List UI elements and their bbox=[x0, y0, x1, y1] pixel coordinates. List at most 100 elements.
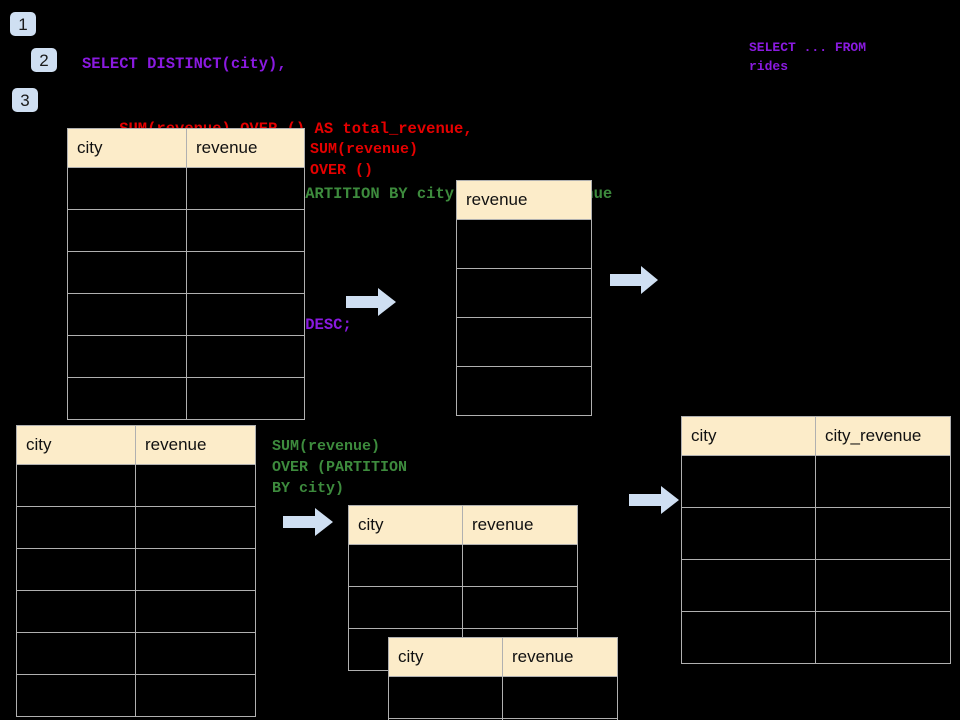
table-body bbox=[388, 676, 618, 720]
table-row bbox=[67, 251, 305, 294]
table-row bbox=[456, 219, 592, 269]
table-row bbox=[67, 377, 305, 420]
table-cell bbox=[681, 507, 816, 560]
table-cell bbox=[135, 632, 256, 675]
table-cell bbox=[135, 590, 256, 633]
annotation-sum-over-empty: SUM(revenue) OVER () bbox=[310, 141, 419, 179]
table-cell bbox=[681, 611, 816, 664]
table-cell bbox=[388, 676, 503, 719]
table-body bbox=[681, 455, 951, 664]
table-row bbox=[16, 590, 256, 633]
partition-group-table-a: city revenue bbox=[348, 505, 578, 671]
table-cell bbox=[67, 293, 187, 336]
table-row bbox=[348, 544, 578, 587]
column-header-city: city bbox=[16, 425, 136, 465]
table-cell bbox=[67, 377, 187, 420]
arrow-to-partition-groups bbox=[283, 508, 333, 536]
table-cell bbox=[16, 464, 136, 507]
table-cell bbox=[456, 366, 592, 416]
partition-group-table-b: city revenue bbox=[388, 637, 618, 720]
table-cell bbox=[67, 335, 187, 378]
annotation-select-from-rides: SELECT ... FROM rides bbox=[749, 40, 867, 74]
column-header-revenue: revenue bbox=[456, 180, 592, 220]
table-body bbox=[456, 219, 592, 416]
table-cell bbox=[67, 209, 187, 252]
table-cell bbox=[348, 586, 463, 629]
table-cell bbox=[16, 590, 136, 633]
table-header-row: city revenue bbox=[388, 637, 618, 677]
table-cell bbox=[16, 548, 136, 591]
table-cell bbox=[135, 674, 256, 717]
table-row bbox=[456, 366, 592, 416]
table-cell bbox=[186, 335, 305, 378]
table-cell bbox=[186, 251, 305, 294]
table-cell bbox=[815, 611, 951, 664]
table-row bbox=[456, 268, 592, 318]
table-cell bbox=[16, 674, 136, 717]
table-row bbox=[16, 674, 256, 717]
table-header-row: city city_revenue bbox=[681, 416, 951, 456]
table-cell bbox=[186, 209, 305, 252]
rides-source-table-top: city revenue bbox=[67, 128, 305, 420]
arrow-to-total-revenue bbox=[346, 288, 396, 316]
table-row bbox=[681, 559, 951, 612]
table-row bbox=[67, 167, 305, 210]
table-cell bbox=[681, 559, 816, 612]
table-row bbox=[67, 209, 305, 252]
table-row bbox=[348, 586, 578, 629]
table-cell bbox=[462, 586, 578, 629]
column-header-revenue: revenue bbox=[502, 637, 618, 677]
table-cell bbox=[186, 293, 305, 336]
table-header-row: revenue bbox=[456, 180, 592, 220]
table-cell bbox=[456, 268, 592, 318]
table-row bbox=[681, 455, 951, 508]
table-cell bbox=[348, 544, 463, 587]
step-badge-1: 1 bbox=[10, 12, 36, 36]
total-revenue-table: revenue bbox=[456, 180, 592, 416]
column-header-revenue: revenue bbox=[462, 505, 578, 545]
step-badge-3: 3 bbox=[12, 88, 38, 112]
table-row bbox=[67, 335, 305, 378]
table-cell bbox=[67, 167, 187, 210]
column-header-revenue: revenue bbox=[135, 425, 256, 465]
annotation-sum-over-partition: SUM(revenue) OVER (PARTITION BY city) bbox=[272, 438, 408, 497]
table-row bbox=[681, 611, 951, 664]
arrow-partition-to-result bbox=[629, 486, 679, 514]
table-cell bbox=[186, 377, 305, 420]
table-cell bbox=[135, 464, 256, 507]
table-row bbox=[388, 718, 618, 720]
table-cell bbox=[456, 219, 592, 269]
table-cell bbox=[462, 544, 578, 587]
table-cell bbox=[135, 548, 256, 591]
column-header-city: city bbox=[67, 128, 187, 168]
column-header-city: city bbox=[348, 505, 463, 545]
table-cell bbox=[186, 167, 305, 210]
table-row bbox=[16, 506, 256, 549]
column-header-city: city bbox=[388, 637, 503, 677]
sql-line-1: SELECT DISTINCT(city), bbox=[82, 54, 287, 73]
table-header-row: city revenue bbox=[16, 425, 256, 465]
rides-source-table-bottom: city revenue bbox=[16, 425, 256, 717]
table-cell bbox=[502, 676, 618, 719]
table-cell bbox=[815, 559, 951, 612]
table-row bbox=[388, 676, 618, 719]
table-row bbox=[16, 464, 256, 507]
table-cell bbox=[681, 455, 816, 508]
table-row bbox=[16, 548, 256, 591]
table-cell bbox=[502, 718, 618, 720]
step-badge-2: 2 bbox=[31, 48, 57, 72]
result-city-revenue-table: city city_revenue bbox=[681, 416, 951, 664]
table-body bbox=[67, 167, 305, 420]
arrow-total-revenue-to-result bbox=[610, 266, 658, 294]
table-row bbox=[681, 507, 951, 560]
column-header-city: city bbox=[681, 416, 816, 456]
table-cell bbox=[456, 317, 592, 367]
table-header-row: city revenue bbox=[348, 505, 578, 545]
table-row bbox=[456, 317, 592, 367]
table-cell bbox=[67, 251, 187, 294]
table-cell bbox=[815, 507, 951, 560]
column-header-revenue: revenue bbox=[186, 128, 305, 168]
table-cell bbox=[815, 455, 951, 508]
table-cell bbox=[135, 506, 256, 549]
